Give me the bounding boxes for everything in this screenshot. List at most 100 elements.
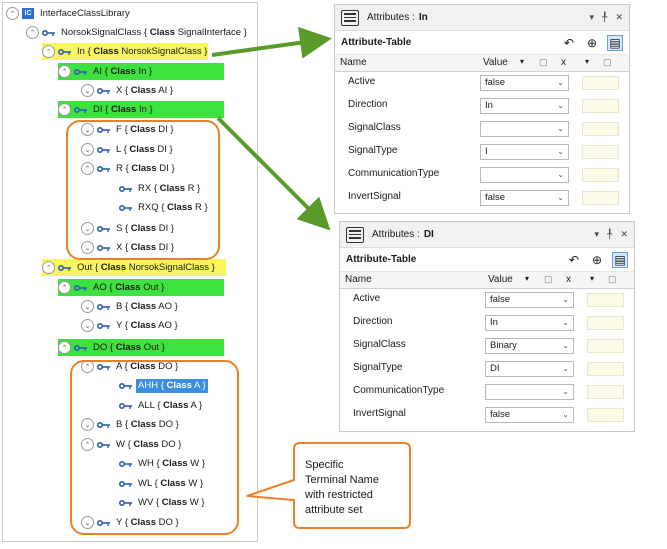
chevron-circle-icon[interactable]: ⌃ xyxy=(81,360,94,373)
chevron-down-icon[interactable]: ⌄ xyxy=(557,193,564,202)
dropdown-icon[interactable]: ▾ xyxy=(594,229,600,239)
close-icon[interactable]: ✕ xyxy=(620,229,628,239)
sort-icon[interactable]: ▾ xyxy=(525,274,530,283)
attribute-value-select[interactable]: false⌄ xyxy=(485,292,574,308)
attribute-extra-cell[interactable] xyxy=(587,408,624,422)
tree-node-r[interactable]: ⌃R { Class DI } xyxy=(81,160,177,177)
attribute-extra-cell[interactable] xyxy=(582,99,619,113)
chevron-circle-icon[interactable]: ⌃ xyxy=(58,103,71,116)
tree-node-in[interactable]: ⌃In { Class NorsokSignalClass } xyxy=(42,43,208,60)
chevron-down-icon[interactable]: ⌄ xyxy=(562,295,569,304)
tree-node-wh[interactable]: WH { Class W } xyxy=(119,455,207,472)
attribute-value-select[interactable]: DI⌄ xyxy=(485,361,574,377)
chevron-circle-icon[interactable]: ⌃ xyxy=(81,162,94,175)
chevron-circle-icon[interactable]: ⌄ xyxy=(81,300,94,313)
attribute-value-select[interactable]: Binary⌄ xyxy=(485,338,574,354)
undo-icon[interactable]: ↶ xyxy=(568,252,580,267)
tree-node-f[interactable]: ⌄F { Class DI } xyxy=(81,121,176,138)
edit-table-icon[interactable]: ▤ xyxy=(607,34,623,51)
chevron-circle-icon[interactable]: ⌃ xyxy=(42,45,55,58)
attribute-extra-cell[interactable] xyxy=(587,339,624,353)
filter-icon[interactable]: ▢ xyxy=(603,57,612,67)
attribute-extra-cell[interactable] xyxy=(582,191,619,205)
tree-node-out[interactable]: ⌃Out { Class NorsokSignalClass } xyxy=(42,259,226,276)
tree-node-all[interactable]: ALL { Class A } xyxy=(119,397,204,414)
edit-table-icon[interactable]: ▤ xyxy=(612,251,628,268)
attribute-extra-cell[interactable] xyxy=(582,122,619,136)
tree-node-rxq[interactable]: RXQ { Class R } xyxy=(119,199,210,216)
attribute-value-select[interactable]: ⌄ xyxy=(480,167,569,183)
sort-icon[interactable]: ▾ xyxy=(520,57,525,66)
tree-node-w[interactable]: ⌃W { Class DO } xyxy=(81,436,183,453)
attribute-value-select[interactable]: I⌄ xyxy=(480,144,569,160)
attribute-extra-cell[interactable] xyxy=(582,168,619,182)
tree-node-wl[interactable]: WL { Class W } xyxy=(119,475,205,492)
pin-icon[interactable]: ╀ xyxy=(602,12,608,22)
chevron-down-icon[interactable]: ⌄ xyxy=(557,101,564,110)
chevron-down-icon[interactable]: ⌄ xyxy=(557,147,564,156)
chevron-down-icon[interactable]: ⌄ xyxy=(557,170,564,179)
chevron-circle-icon[interactable]: ⌃ xyxy=(26,26,39,39)
tree-node-b-do[interactable]: ⌄B { Class DO } xyxy=(81,416,181,433)
attribute-value-select[interactable]: In⌄ xyxy=(485,315,574,331)
attribute-extra-cell[interactable] xyxy=(587,362,624,376)
attribute-extra-cell[interactable] xyxy=(582,145,619,159)
chevron-down-icon[interactable]: ⌄ xyxy=(557,124,564,133)
chevron-circle-icon[interactable]: ⌄ xyxy=(81,84,94,97)
sort-icon[interactable]: ▾ xyxy=(585,57,590,66)
attribute-value-select[interactable]: ⌄ xyxy=(485,384,574,400)
chevron-circle-icon[interactable]: ⌄ xyxy=(81,241,94,254)
attribute-extra-cell[interactable] xyxy=(587,385,624,399)
chevron-down-icon[interactable]: ⌄ xyxy=(562,387,569,396)
tree-node-ai[interactable]: ⌃AI { Class In } xyxy=(58,63,224,80)
attribute-extra-cell[interactable] xyxy=(587,316,624,330)
chevron-circle-icon[interactable]: ⌄ xyxy=(81,418,94,431)
chevron-down-icon[interactable]: ⌄ xyxy=(562,410,569,419)
tree-node-wv[interactable]: WV { Class W } xyxy=(119,494,207,511)
pin-icon[interactable]: ╀ xyxy=(607,229,613,239)
attribute-value-select[interactable]: false⌄ xyxy=(480,75,569,91)
chevron-down-icon[interactable]: ⌄ xyxy=(562,364,569,373)
chevron-circle-icon[interactable]: ⌄ xyxy=(81,516,94,529)
attribute-value-select[interactable]: false⌄ xyxy=(485,407,574,423)
sort-icon[interactable]: ▾ xyxy=(590,274,595,283)
tree-node-a[interactable]: ⌃A { Class DO } xyxy=(81,358,180,375)
tree-node-s[interactable]: ⌄S { Class DI } xyxy=(81,220,176,237)
tree-node-rx[interactable]: RX { Class R } xyxy=(119,180,202,197)
chevron-circle-icon[interactable]: ⌄ xyxy=(81,143,94,156)
tree-node-ahh[interactable]: AHH { Class A } xyxy=(119,377,208,394)
tree-node-b-ao[interactable]: ⌄B { Class AO } xyxy=(81,298,180,315)
add-attribute-icon[interactable]: ⊕ xyxy=(586,35,598,50)
chevron-circle-icon[interactable]: ⌄ xyxy=(81,319,94,332)
chevron-down-icon[interactable]: ⌄ xyxy=(562,318,569,327)
chevron-circle-icon[interactable]: ⌃ xyxy=(58,65,71,78)
chevron-down-icon[interactable]: ⌄ xyxy=(557,78,564,87)
dropdown-icon[interactable]: ▾ xyxy=(589,12,595,22)
chevron-circle-icon[interactable]: ⌃ xyxy=(81,438,94,451)
attribute-value-select[interactable]: ⌄ xyxy=(480,121,569,137)
chevron-circle-icon[interactable]: ⌃ xyxy=(42,261,55,274)
tree-node-norsok[interactable]: ⌃NorsokSignalClass { Class SignalInterfa… xyxy=(26,24,249,41)
filter-icon[interactable]: ▢ xyxy=(544,274,553,284)
tree-node-ao[interactable]: ⌃AO { Class Out } xyxy=(58,279,224,296)
chevron-circle-icon[interactable]: ⌃ xyxy=(6,7,19,20)
attribute-value-select[interactable]: false⌄ xyxy=(480,190,569,206)
chevron-down-icon[interactable]: ⌄ xyxy=(562,341,569,350)
tree-node-x-di[interactable]: ⌄X { Class DI } xyxy=(81,239,176,256)
attribute-value-select[interactable]: In⌄ xyxy=(480,98,569,114)
tree-node-di[interactable]: ⌃DI { Class In } xyxy=(58,101,224,118)
filter-icon[interactable]: ▢ xyxy=(608,274,617,284)
undo-icon[interactable]: ↶ xyxy=(563,35,575,50)
add-attribute-icon[interactable]: ⊕ xyxy=(591,252,603,267)
chevron-circle-icon[interactable]: ⌃ xyxy=(58,341,71,354)
chevron-circle-icon[interactable]: ⌄ xyxy=(81,222,94,235)
tree-node-y-ao[interactable]: ⌄Y { Class AO } xyxy=(81,317,180,334)
attribute-extra-cell[interactable] xyxy=(582,76,619,90)
filter-icon[interactable]: ▢ xyxy=(539,57,548,67)
chevron-circle-icon[interactable]: ⌃ xyxy=(58,281,71,294)
tree-node-l[interactable]: ⌄L { Class DI } xyxy=(81,141,175,158)
tree-node-y-do[interactable]: ⌄Y { Class DO } xyxy=(81,514,181,531)
chevron-circle-icon[interactable]: ⌄ xyxy=(81,123,94,136)
tree-node-do[interactable]: ⌃DO { Class Out } xyxy=(58,339,224,356)
